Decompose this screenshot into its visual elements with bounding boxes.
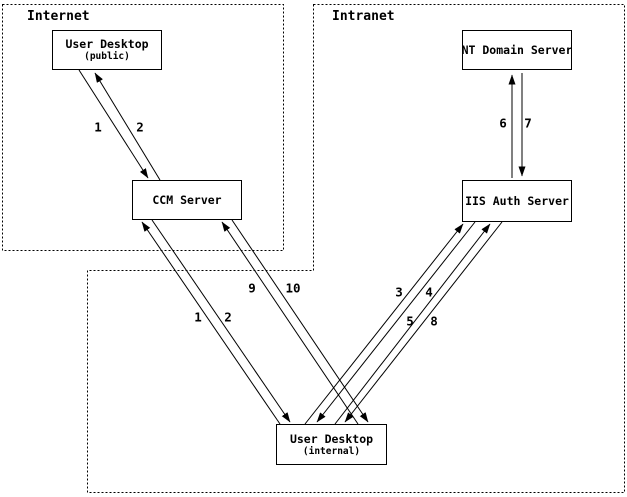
- edge-label-step-9: 9: [248, 281, 256, 296]
- edge-arrow-user-desktop-internal-to-ccm-server-step-9: [221, 221, 359, 425]
- edge-label-step-4: 4: [425, 285, 433, 300]
- node-title-user-desktop-public: User Desktop: [65, 37, 149, 51]
- edge-label-step-2: 2: [224, 310, 232, 325]
- node-title-ccm-server: CCM Server: [152, 192, 222, 207]
- node-iis-auth-server: IIS Auth Server: [462, 180, 572, 222]
- region-outline-intranet: [87, 4, 625, 493]
- edge-arrow-ccm-server-to-user-desktop-internal-step-10: [231, 219, 369, 423]
- node-subtitle-user-desktop-internal: (internal): [302, 445, 361, 457]
- edge-label-step-1: 1: [94, 120, 102, 135]
- region-label-internet: Internet: [27, 9, 90, 24]
- region-outline-internet: [2, 4, 284, 251]
- node-user-desktop-internal: User Desktop(internal): [276, 424, 387, 465]
- edge-label-step-10: 10: [285, 281, 300, 296]
- edge-arrow-iis-auth-server-to-user-desktop-internal-step-8: [344, 221, 503, 423]
- edge-label-step-5: 5: [406, 314, 414, 329]
- region-label-intranet: Intranet: [332, 9, 395, 24]
- edge-arrow-user-desktop-internal-to-iis-auth-server-step-5: [334, 223, 491, 425]
- edge-label-step-2: 2: [136, 120, 144, 135]
- edge-arrow-iis-auth-server-to-user-desktop-internal-step-4: [316, 221, 476, 423]
- edge-arrow-user-desktop-internal-to-ccm-server-step-1: [141, 221, 281, 425]
- node-subtitle-user-desktop-public: (public): [84, 51, 130, 62]
- node-nt-domain-server: NT Domain Server: [462, 30, 572, 70]
- node-title-nt-domain-server: NT Domain Server: [461, 42, 573, 57]
- edge-label-step-6: 6: [499, 116, 507, 131]
- node-title-iis-auth-server: IIS Auth Server: [465, 193, 569, 208]
- edge-arrow-user-desktop-internal-to-iis-auth-server-step-3: [304, 223, 464, 425]
- node-title-user-desktop-internal: User Desktop: [289, 431, 374, 446]
- edge-label-step-8: 8: [430, 314, 438, 329]
- edge-label-step-7: 7: [524, 116, 532, 131]
- edge-label-step-1: 1: [194, 310, 202, 325]
- edge-arrow-ccm-server-to-user-desktop-public-step-2: [94, 72, 161, 181]
- edge-arrow-ccm-server-to-user-desktop-internal-step-2: [151, 219, 291, 423]
- edge-label-step-3: 3: [395, 285, 403, 300]
- node-user-desktop-public: User Desktop(public): [52, 30, 162, 70]
- node-ccm-server: CCM Server: [132, 180, 242, 220]
- edge-arrow-user-desktop-public-to-ccm-server-step-1: [78, 69, 149, 179]
